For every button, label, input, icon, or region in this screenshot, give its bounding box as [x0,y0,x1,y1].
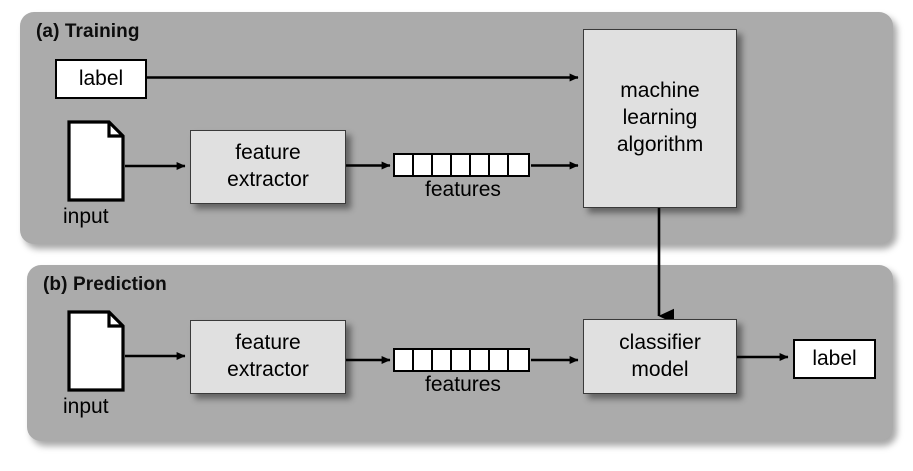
classifier-model-line2: model [631,357,689,381]
label-box-prediction-text: label [812,347,857,370]
feature-cell [395,155,414,175]
panel-training-title: (a) Training [36,21,140,42]
features-caption-prediction: features [425,373,501,396]
document-page-icon [67,310,125,392]
feature-cell [509,155,528,175]
ml-algorithm-line1: machine [620,79,700,103]
document-page-icon [67,120,125,202]
label-box-training-text: label [78,67,124,90]
feature-cell [414,350,433,370]
feature-cell [414,155,433,175]
feature-cell [452,350,471,370]
feature-cell [490,155,509,175]
panel-prediction-title: (b) Prediction [43,274,167,295]
features-caption-training: features [425,178,501,201]
feature-extractor-line1-training: feature [235,141,301,165]
feature-cell [433,155,452,175]
feature-extractor-line2-training: extractor [227,168,309,191]
input-caption-prediction: input [63,395,109,418]
feature-extractor-box-training: feature extractor [190,130,346,204]
input-caption-training: input [63,205,109,228]
feature-vector-prediction [393,348,530,372]
panel-training: (a) Training [20,12,893,244]
label-box-prediction: label [793,339,876,379]
feature-extractor-line2-prediction: extractor [227,358,309,381]
feature-vector-training [393,153,530,177]
feature-cell [471,155,490,175]
feature-cell [395,350,414,370]
label-box-training: label [55,59,147,99]
feature-extractor-box-prediction: feature extractor [190,320,346,394]
feature-cell [471,350,490,370]
ml-algorithm-line3: algorithm [616,132,704,156]
feature-cell [433,350,452,370]
machine-learning-algorithm-box: machine learning algorithm [583,29,737,208]
ml-algorithm-line2: learning [622,106,698,130]
feature-cell [490,350,509,370]
feature-cell [452,155,471,175]
classifier-model-line1: classifier [619,330,701,354]
feature-extractor-line1-prediction: feature [235,331,301,355]
feature-cell [509,350,528,370]
classifier-model-box: classifier model [583,319,737,394]
